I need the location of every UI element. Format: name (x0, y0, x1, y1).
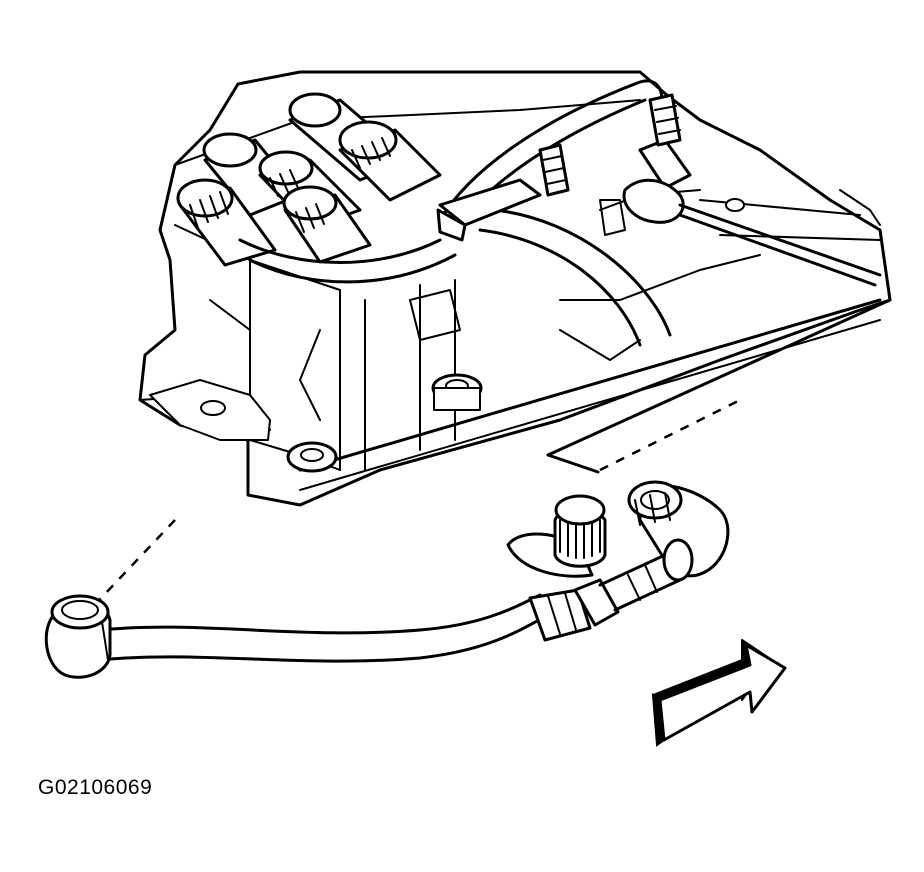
detail-frame-top (546, 298, 892, 457)
leader-to-detail (599, 398, 741, 472)
detail-frame-corner (546, 453, 600, 474)
engine-block (138, 70, 892, 507)
upper-hose-routing (238, 79, 882, 347)
front-direction-arrow-icon (651, 639, 787, 747)
hose-assembly-detail (44, 480, 730, 679)
coil-boots-cluster (176, 92, 442, 267)
figure-caption: G02106069 (38, 776, 153, 799)
callout-leaders (84, 298, 892, 616)
